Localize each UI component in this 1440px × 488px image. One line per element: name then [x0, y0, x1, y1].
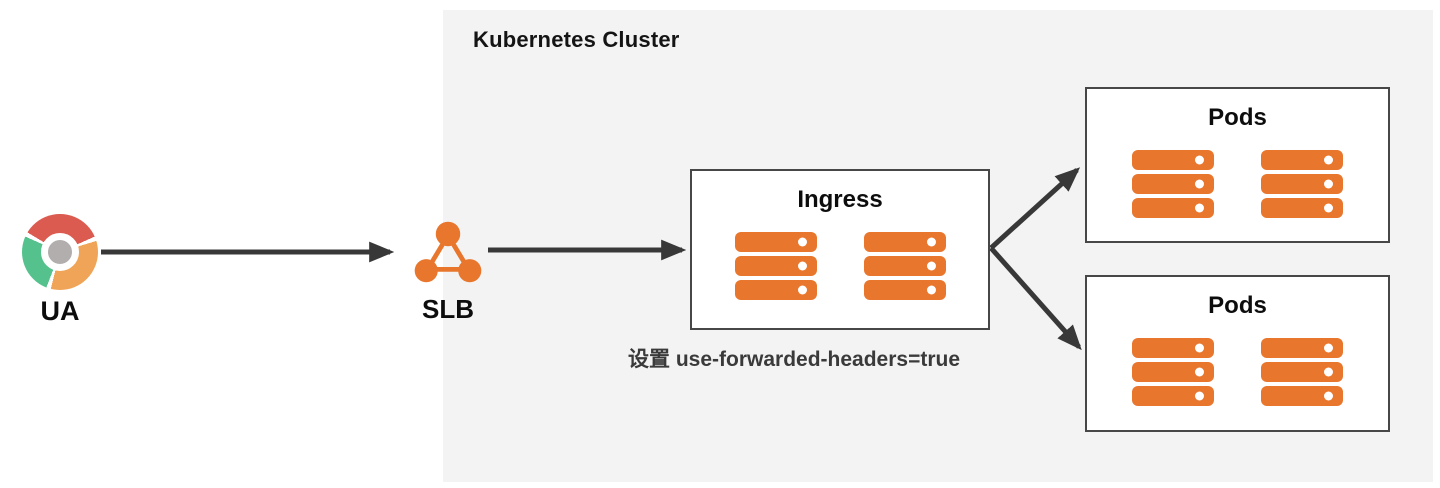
server-dot [926, 237, 936, 247]
chrome-hub [41, 233, 79, 271]
server-dot [1195, 343, 1204, 353]
server-dot [1324, 367, 1333, 377]
server-dot [797, 285, 807, 295]
ingress-title: Ingress [797, 186, 883, 213]
chrome-browser-icon [22, 214, 98, 290]
server-dot [926, 261, 936, 271]
cluster-title: Kubernetes Cluster [473, 27, 680, 52]
server-stack-icon [1132, 150, 1214, 218]
pods-top-server-stacks [1132, 150, 1343, 218]
server-dot [1195, 391, 1204, 401]
ingress-box: Ingress [690, 169, 990, 330]
server-bar [1261, 150, 1343, 170]
server-bar [1132, 338, 1214, 358]
server-stack-icon [734, 232, 817, 300]
server-stack-icon [1261, 338, 1343, 406]
server-bar [1132, 362, 1214, 382]
load-balancer-icon [414, 221, 482, 283]
server-dot [926, 285, 936, 295]
server-bar [734, 256, 817, 276]
server-dot [1195, 155, 1204, 165]
server-bar [863, 280, 946, 300]
server-bar [1132, 386, 1214, 406]
pods-box-top: Pods [1085, 87, 1390, 243]
pods-bottom-title: Pods [1208, 292, 1267, 319]
server-dot [1195, 179, 1204, 189]
server-stack-icon [863, 232, 946, 300]
pods-top-title: Pods [1208, 104, 1267, 131]
server-bar [1261, 362, 1343, 382]
server-bar [863, 256, 946, 276]
server-dot [1324, 391, 1333, 401]
server-dot [1195, 367, 1204, 377]
server-bar [1261, 338, 1343, 358]
server-stack-icon [1132, 338, 1214, 406]
server-bar [1132, 150, 1214, 170]
server-dot [1324, 343, 1333, 353]
ua-label: UA [40, 296, 80, 326]
server-stack-icon [1261, 150, 1343, 218]
server-dot [1324, 203, 1333, 213]
server-dot [1324, 179, 1333, 189]
server-bar [1261, 198, 1343, 218]
ingress-server-stacks [734, 232, 946, 300]
server-bar [1261, 386, 1343, 406]
server-dot [1324, 155, 1333, 165]
server-bar [734, 280, 817, 300]
server-bar [1132, 174, 1214, 194]
slb-label: SLB [422, 294, 474, 324]
server-bar [1261, 174, 1343, 194]
ingress-config-caption: 设置 use-forwarded-headers=true [628, 348, 961, 371]
pods-bottom-server-stacks [1132, 338, 1343, 406]
server-bar [1132, 198, 1214, 218]
pods-box-bottom: Pods [1085, 275, 1390, 432]
server-dot [797, 261, 807, 271]
server-dot [797, 237, 807, 247]
server-bar [734, 232, 817, 252]
server-bar [863, 232, 946, 252]
server-dot [1195, 203, 1204, 213]
